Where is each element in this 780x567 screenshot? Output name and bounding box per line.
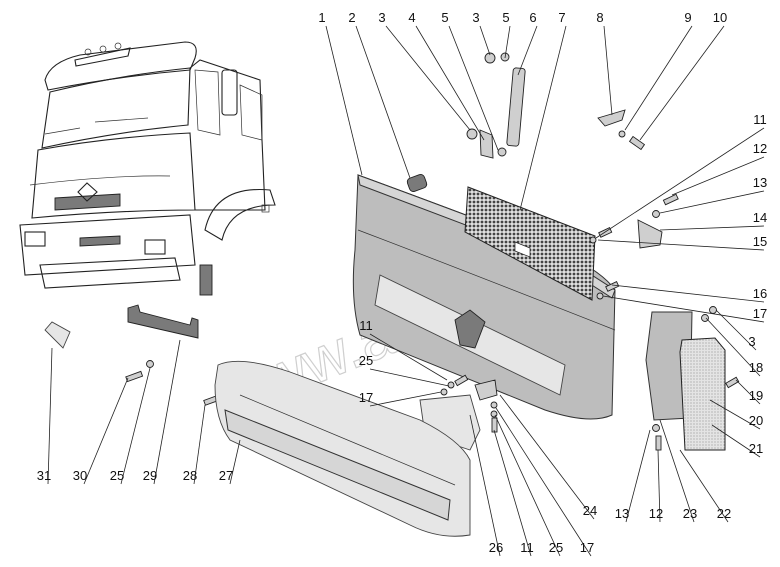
leader-line-washer [504,25,511,59]
callout-label-washer: 5 [502,10,509,25]
leader-line-bumper-bracket [469,414,501,557]
leader-line-screw [595,127,765,239]
callout-label-washer: 17 [580,540,594,555]
callout-label-gas-strut: 6 [529,10,536,25]
leader-line-bracket [415,25,485,141]
leader-line-bracket-plate [499,394,595,520]
callout-label-nut: 3 [472,10,479,25]
callout-label-screw: 11 [520,540,534,555]
callout-label-nut: 3 [748,334,755,349]
leader-line-corner-panel [679,449,729,523]
callout-label-bolt: 12 [649,506,663,521]
leader-line-washer [597,239,765,251]
callout-label-bumper: 27 [219,468,233,483]
leader-line-bolt [83,377,129,485]
leader-line-screw [611,284,765,303]
callout-label-mounting-bracket: 14 [753,210,767,225]
leader-line-corner-panel [659,419,695,523]
leader-line-washer [624,25,693,131]
callout-label-corner-panel: 22 [717,506,731,521]
leader-line-washer [369,391,442,407]
leader-line-emblem [47,347,53,485]
grille-mesh-part [464,186,596,301]
callout-label-corner-panel: 23 [683,506,697,521]
leader-line-washer [448,25,499,151]
callout-label-washer: 17 [753,306,767,321]
callout-label-hinge-bracket: 8 [596,10,603,25]
callout-label-emblem: 31 [37,468,51,483]
leader-line-nut [385,25,471,131]
leader-line-bolt [657,449,661,523]
leader-line-nut [659,190,765,214]
leader-line-bump-stop [355,25,411,179]
bump-stop-part [406,174,428,192]
leader-line-front-panel [325,25,363,176]
callout-label-front-panel: 1 [318,10,325,25]
callout-label-corner-panel-cover: 21 [749,441,763,456]
leader-line-mounting-bracket [659,225,765,231]
leader-line-corner-panel-cover [709,399,761,430]
callout-label-screw: 28 [183,468,197,483]
callout-label-screw: 19 [749,388,763,403]
callout-label-bolt: 12 [753,141,767,156]
callout-label-nut: 25 [549,540,563,555]
callout-label-nut: 18 [749,360,763,375]
leader-line-screw [735,379,761,405]
leader-line-nut [715,309,757,351]
callout-label-bolt: 30 [73,468,87,483]
leader-line-washer [602,295,765,323]
callout-label-nut: 25 [110,468,124,483]
leader-line-nut [705,317,761,377]
callout-label-bumper-bracket: 26 [489,540,503,555]
hardware-group [125,52,740,451]
leader-line-nut [120,367,151,485]
callout-label-bracket-plate: 24 [583,503,597,518]
leader-line-nut [625,429,651,523]
step-handle-part [127,304,199,339]
callout-label-washer: 17 [359,390,373,405]
callout-label-step-handle: 29 [143,468,157,483]
callout-label-nut: 13 [615,506,629,521]
leader-lines [47,25,765,557]
truck-cab-drawing [19,41,276,296]
leader-line-bumper [229,439,241,485]
leader-line-grille-mesh [519,25,567,211]
leader-line-washer [495,407,592,557]
callout-label-corner-panel-cover: 20 [749,413,763,428]
leader-line-step-handle [153,339,181,485]
leader-line-screw [193,404,206,485]
callout-label-nut: 3 [378,10,385,25]
bumper-part [214,360,471,537]
leader-line-gas-strut [517,25,538,76]
callout-label-washer: 15 [753,234,767,249]
leader-line-corner-panel-cover [711,424,761,458]
callout-label-bracket: 4 [408,10,415,25]
callout-label-nut: 13 [753,175,767,190]
emblem-part [44,321,71,349]
callout-label-screw: 11 [753,112,767,127]
leader-line-hinge-bracket [603,25,613,116]
gas-strut-part [497,52,526,157]
callout-label-bump-stop: 2 [348,10,355,25]
callout-label-bolt: 10 [713,10,727,25]
leader-line-nut [494,414,561,557]
callout-label-grille-mesh: 7 [558,10,565,25]
leader-line-bolt [671,156,765,196]
front-panel-part [352,174,616,420]
callout-label-washer: 5 [441,10,448,25]
callout-label-nut: 25 [359,353,373,368]
leader-line-screw [369,333,448,381]
leader-line-bolt [639,25,725,141]
callout-label-screw: 16 [753,286,767,301]
callout-label-screw: 11 [359,318,373,333]
leader-line-screw [493,429,532,557]
leader-line-nut [369,368,450,387]
callout-label-washer: 9 [684,10,691,25]
corner-panels-part [645,311,726,451]
leader-line-nut [479,25,491,56]
